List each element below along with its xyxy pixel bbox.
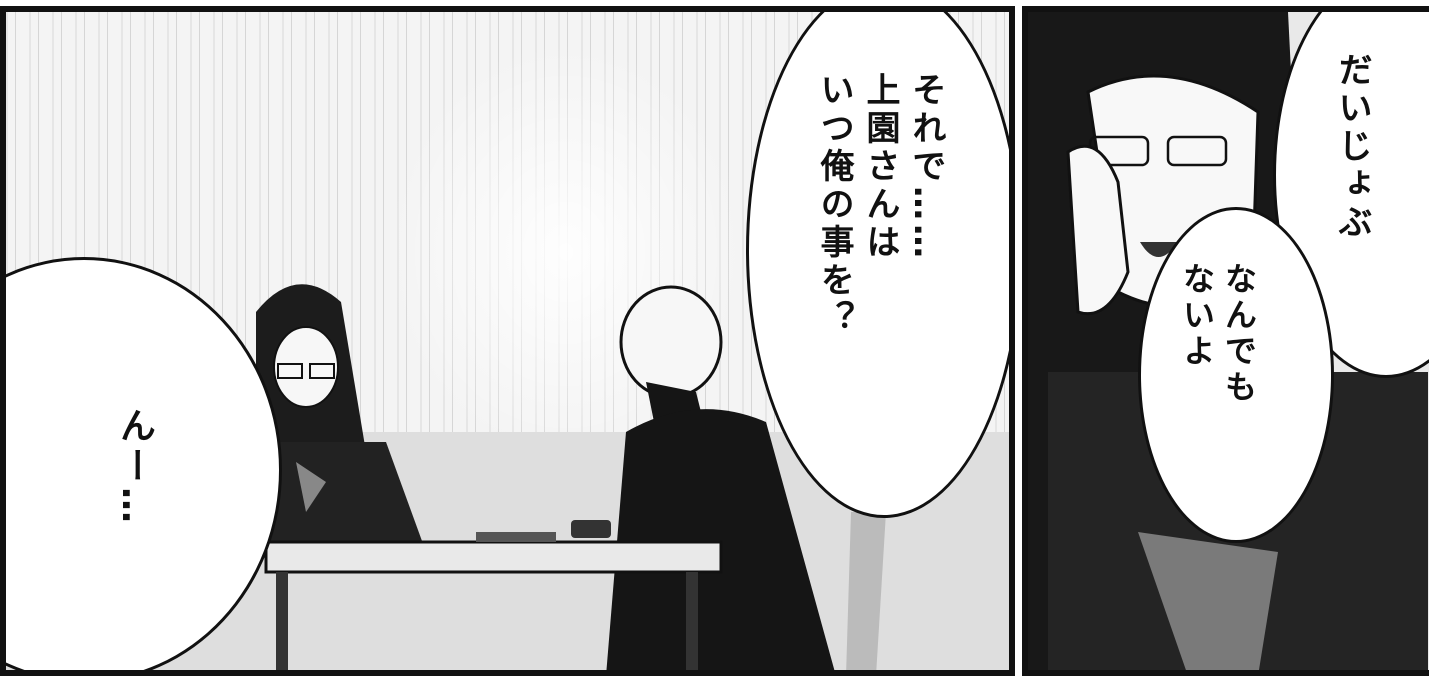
- speech-line-2: 上園さんは: [860, 72, 900, 262]
- speech-line-a: なんでも: [1220, 262, 1258, 406]
- girl-hand: [1066, 144, 1130, 315]
- table: [264, 520, 723, 670]
- speech-bubble-right-bottom: [1138, 207, 1334, 543]
- speech-bubble-main: [746, 12, 1009, 518]
- speech-line-3: いつ俺の事を？: [814, 72, 854, 338]
- speech-text-side: んー…: [114, 407, 155, 527]
- speech-text-right-top: だいじょぶ: [1332, 52, 1372, 242]
- speech-line-b: ないよ: [1178, 262, 1216, 370]
- speech-line-1: それで……: [906, 72, 946, 262]
- speech-text-main: それで…… 上園さんは いつ俺の事を？: [811, 72, 949, 452]
- manga-panel-left: それで…… 上園さんは いつ俺の事を？ んー…: [0, 6, 1015, 676]
- manga-panel-right: だいじょぶ なんでも ないよ: [1022, 6, 1429, 676]
- chair: [846, 512, 886, 670]
- speech-text-right-bottom: なんでも ないよ: [1176, 262, 1260, 502]
- scarf: [1138, 532, 1278, 670]
- girl-figure: [246, 284, 426, 552]
- boy-figure: [606, 285, 835, 670]
- mouth: [1140, 242, 1178, 257]
